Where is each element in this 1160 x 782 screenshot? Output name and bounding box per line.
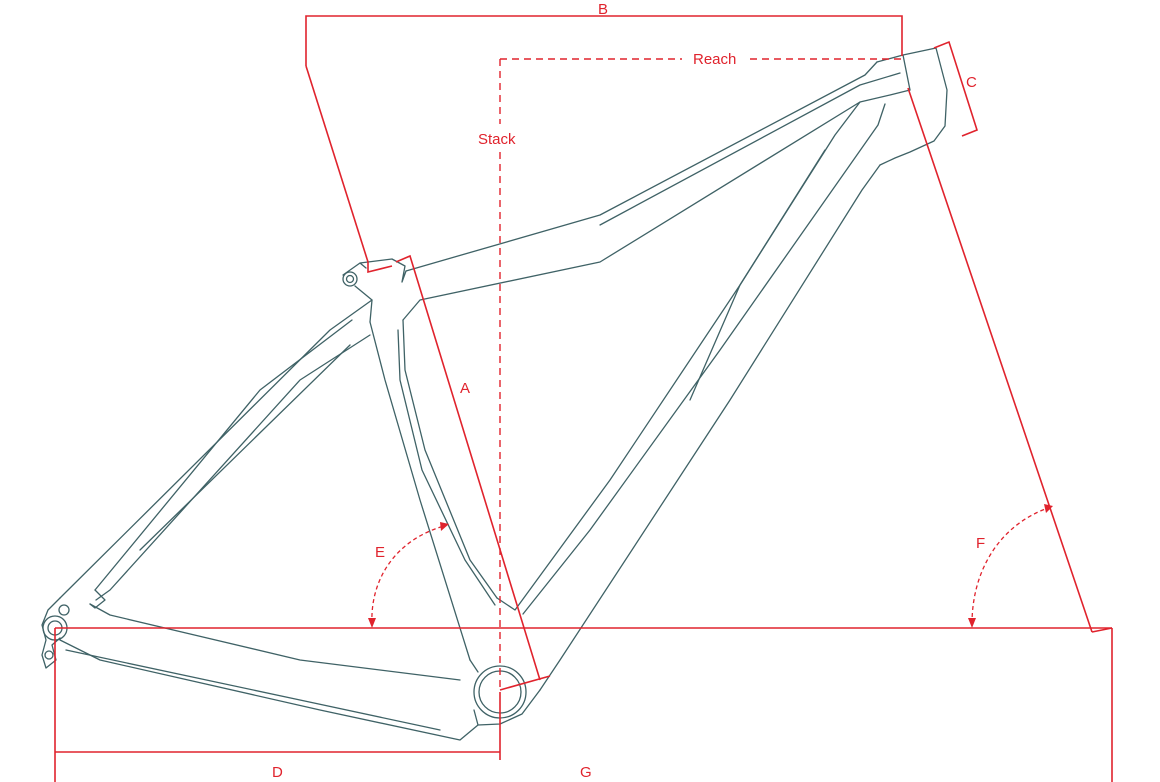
seat-clamp-bolt-inner [345,274,355,284]
label-f: F [976,535,985,552]
seat-tube-rear-edge [369,321,471,661]
down-tube-fold-line [689,149,826,401]
label-d: D [272,764,283,781]
top-tube-upper-edge [405,61,878,272]
dimension-labels: B Reach C Stack A E F D G [272,1,985,781]
seat-stay-upper [59,299,373,599]
seat-stay-lower [95,334,371,601]
label-reach: Reach [693,51,736,68]
chain-stay-mid [65,649,441,731]
dim-ground-end-tick [1091,627,1113,633]
seat-collar [342,258,407,323]
dim-c-line [933,40,978,137]
dimension-lines [54,15,1113,782]
dim-a-line [395,254,541,681]
head-tube-inner [902,54,911,91]
bottom-bracket-shell [469,659,541,726]
seat-tube-front-edge [402,319,498,599]
top-tube-lower-edge [402,89,911,321]
derailleur-hanger-bolt [58,604,70,616]
dim-e-arrow-bottom [368,618,376,628]
down-tube-upper-edge [539,164,881,691]
seat-tube-inner-edge [397,329,496,606]
dim-head-tube-axis [907,87,1093,633]
bike-frame [41,47,948,741]
dim-a-bottom-tick [499,675,551,691]
head-tube [876,47,948,166]
dropout-bridge [89,589,106,609]
label-e: E [375,544,385,561]
dim-seat-tube-axis [305,65,369,263]
dropout-hole [44,650,54,660]
dim-f-arrow-top [1044,504,1053,513]
dim-e-arrow-top [440,522,449,531]
label-g: G [580,764,592,781]
seat-stay-mid [94,319,353,591]
top-tube-fold-line [599,72,901,226]
label-a: A [460,380,470,397]
chain-stay-upper [89,603,461,681]
dim-seat-tube-tick [367,262,393,274]
down-tube-lower-edge [496,101,861,611]
label-c: C [966,74,977,91]
seat-clamp-bolt-outer [342,271,358,287]
dim-e-arc [371,525,445,625]
dim-f-arrow-bottom [968,618,976,628]
rear-dropout [41,597,61,669]
seat-stay-fold [139,344,351,551]
chain-stay-lower [59,639,479,741]
dim-b-line [305,15,903,66]
down-tube-inner-edge [522,103,886,615]
dim-f-arc [971,507,1049,625]
label-b: B [598,1,608,18]
label-stack: Stack [478,131,516,148]
